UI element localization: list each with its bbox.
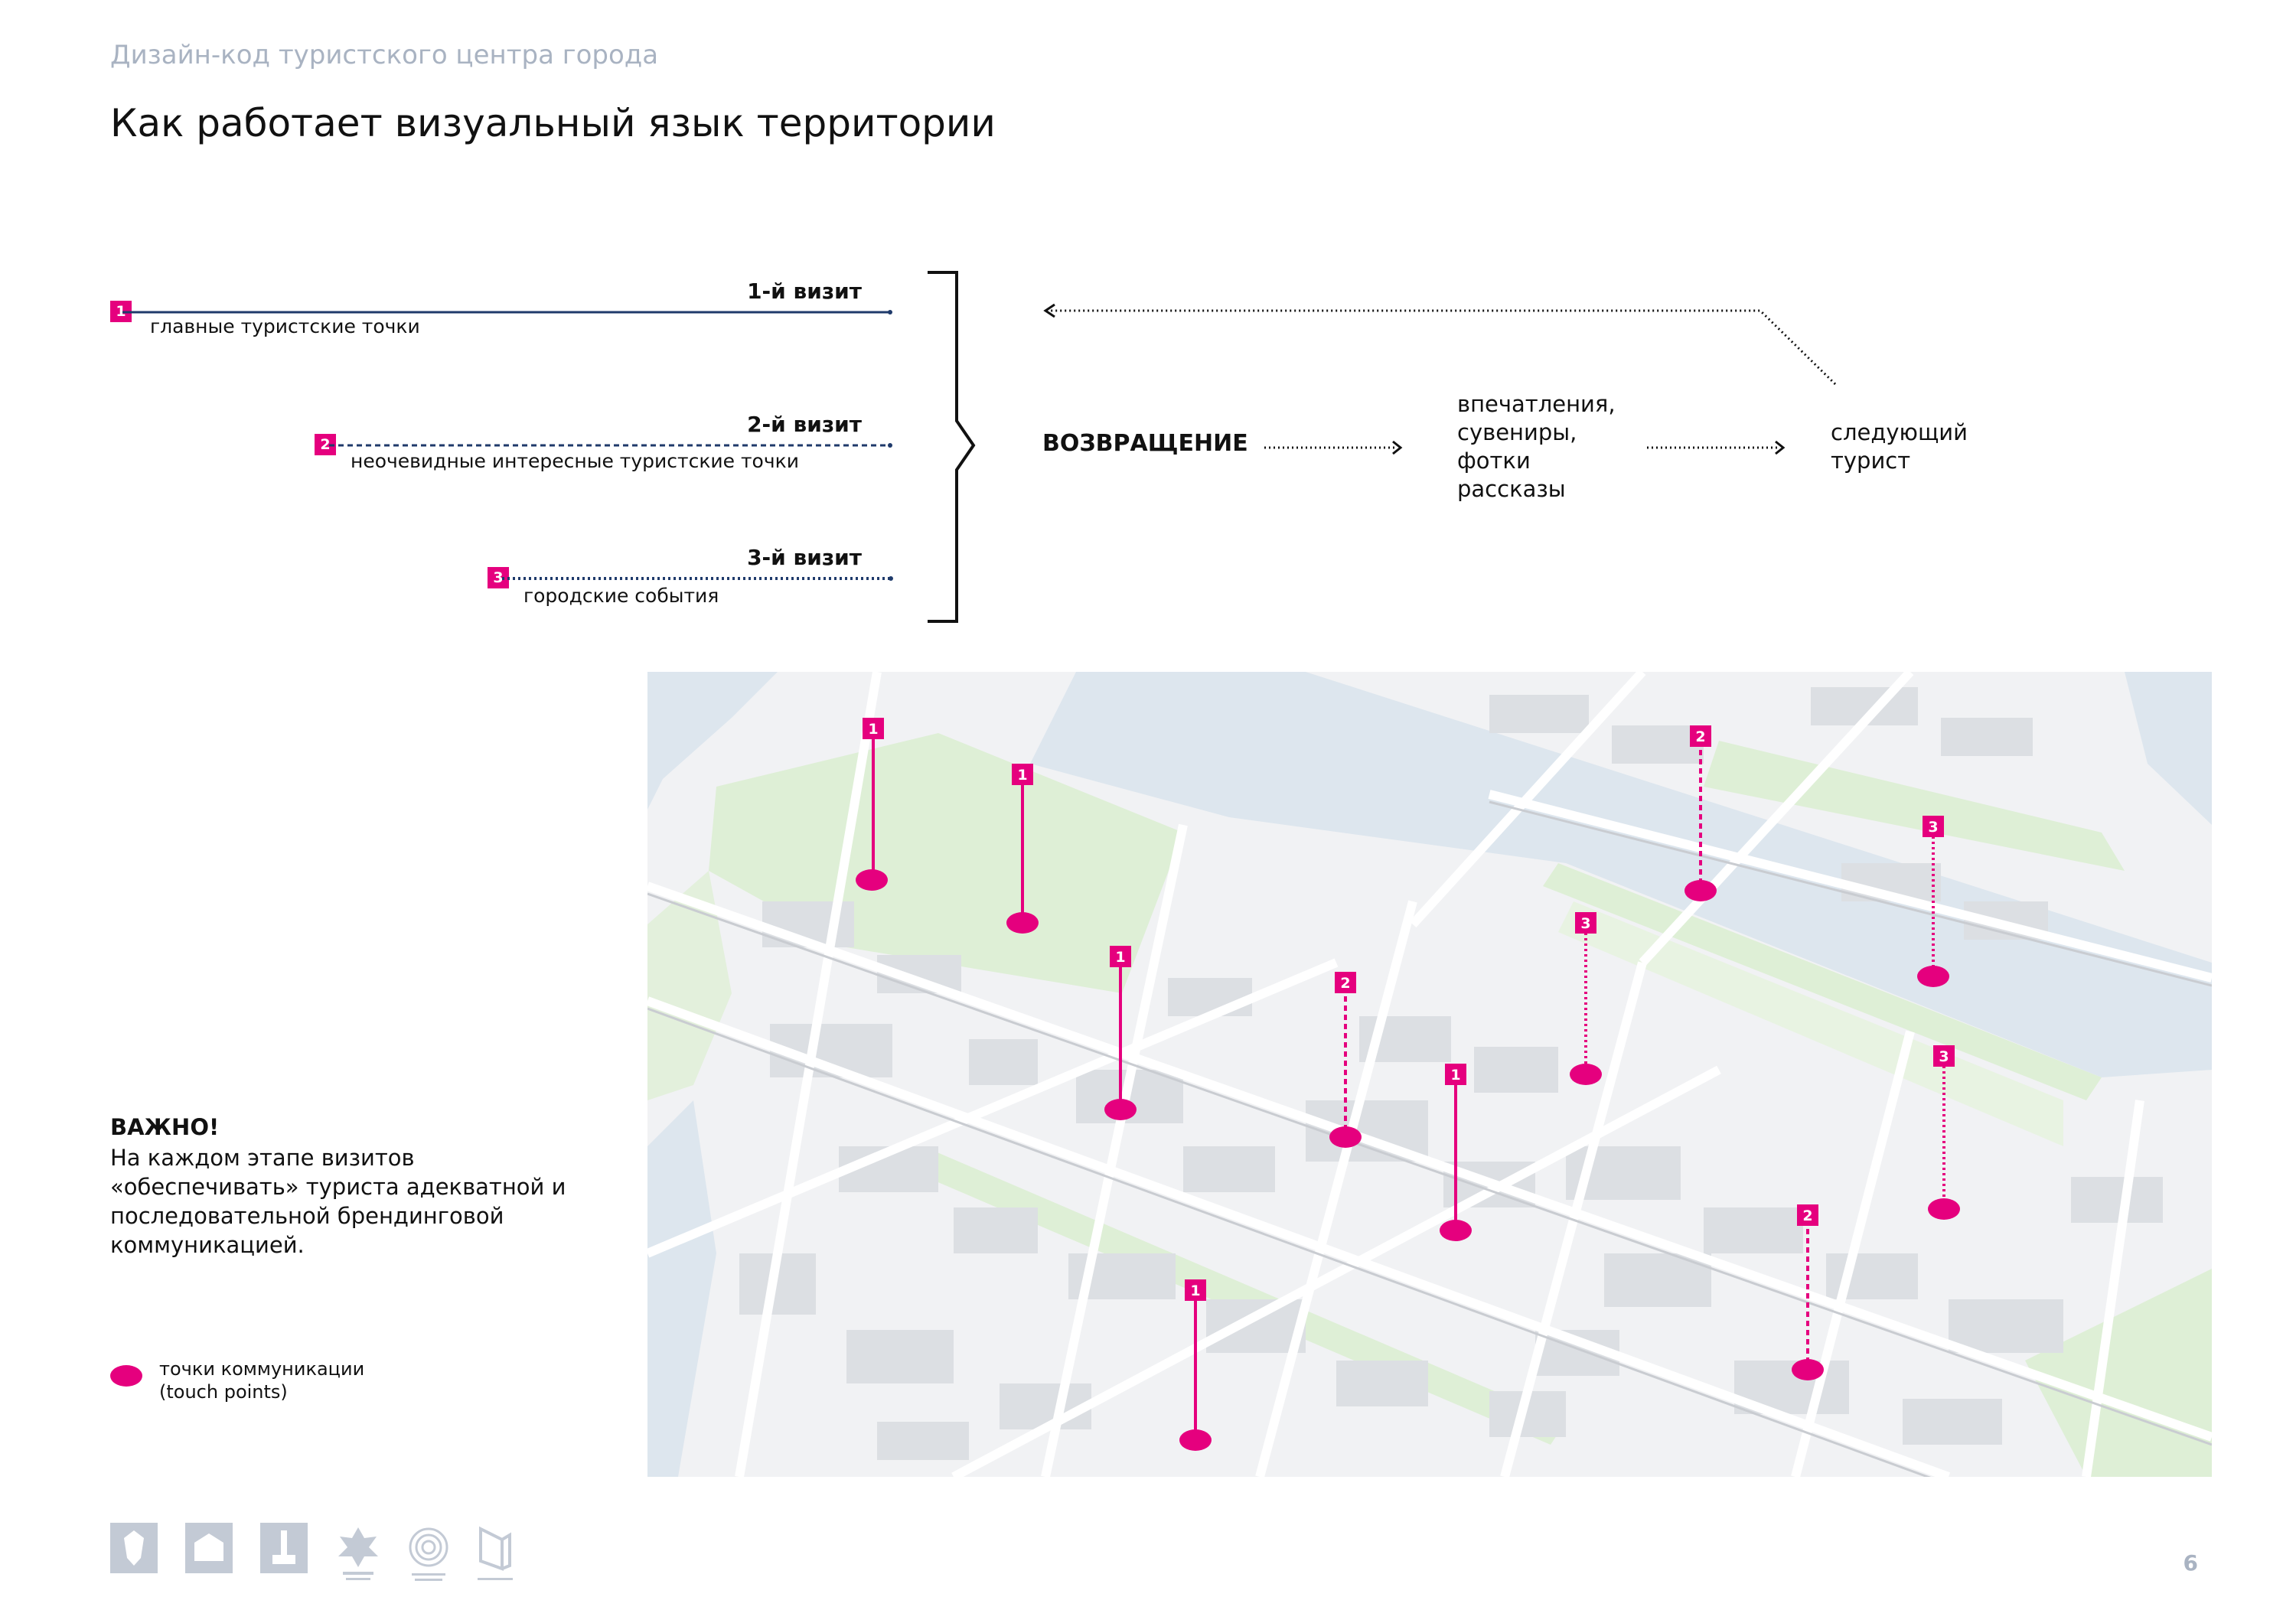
visit-1-label: 1-й визит bbox=[747, 279, 862, 304]
visit-3-label: 3-й визит bbox=[747, 545, 862, 570]
map-pin-1: 1 bbox=[856, 718, 888, 891]
document-subtitle: Дизайн-код туристского центра города bbox=[110, 40, 659, 70]
map-pin-5: 1 bbox=[1179, 1279, 1212, 1451]
page-title: Как работает визуальный язык территории bbox=[110, 101, 996, 145]
coat-of-arms-logo bbox=[110, 1523, 158, 1573]
visit-1-line bbox=[122, 310, 892, 314]
svg-text:3: 3 bbox=[1928, 819, 1938, 836]
visit-2-label: 2-й визит bbox=[747, 412, 862, 437]
legend-text: точки коммуникации (touch points) bbox=[159, 1357, 364, 1403]
green-left bbox=[647, 871, 732, 1100]
important-heading: ВАЖНО! bbox=[110, 1114, 220, 1140]
fingerprint-logo bbox=[409, 1527, 448, 1581]
svg-text:1: 1 bbox=[1115, 949, 1125, 966]
visit-2-desc: неочевидные интересные туристские точки bbox=[351, 450, 799, 472]
visit-3-desc: городские события bbox=[523, 585, 719, 607]
page-number: 6 bbox=[2183, 1550, 2198, 1576]
arrow-right-icon bbox=[1647, 440, 1786, 455]
map-touch-points: 1 1 1 1 1 2 bbox=[856, 718, 1960, 1451]
water-corner bbox=[647, 672, 778, 810]
map-pin-3: 1 bbox=[1104, 946, 1137, 1120]
svg-text:3: 3 bbox=[1580, 915, 1590, 932]
buildings bbox=[739, 687, 2163, 1460]
embankment-green-2 bbox=[1558, 901, 2063, 1146]
brace-icon bbox=[928, 271, 976, 623]
svg-text:1: 1 bbox=[1190, 1282, 1200, 1299]
return-label: ВОЗВРАЩЕНИЕ bbox=[1042, 430, 1248, 457]
map-pin-8: 2 bbox=[1792, 1204, 1824, 1380]
legend-line-2: (touch points) bbox=[159, 1381, 288, 1403]
map-pin-10: 3 bbox=[1570, 912, 1602, 1085]
road-edges bbox=[647, 800, 2212, 1477]
visit-1-desc: главные туристские точки bbox=[150, 315, 420, 337]
legend-line-1: точки коммуникации bbox=[159, 1358, 365, 1380]
return-arrow-icon bbox=[1043, 303, 1837, 386]
city-map: 1 1 1 1 1 2 bbox=[647, 672, 2212, 1477]
river-water bbox=[1030, 672, 2212, 1077]
map-pin-2: 1 bbox=[1006, 764, 1039, 934]
snowflake-logo bbox=[338, 1527, 378, 1580]
impressions-text: впечатления, сувениры, фотки рассказы bbox=[1457, 391, 1616, 502]
map-pin-7: 2 bbox=[1329, 972, 1362, 1148]
svg-text:2: 2 bbox=[1802, 1207, 1812, 1224]
water-top-right bbox=[2125, 672, 2212, 825]
svg-text:1: 1 bbox=[1017, 767, 1027, 784]
arrow-right-icon bbox=[1264, 440, 1403, 455]
d-shape-logo bbox=[478, 1526, 513, 1580]
important-text: На каждом этапе визитов «обеспечивать» т… bbox=[110, 1145, 566, 1258]
svg-text:1: 1 bbox=[868, 721, 878, 738]
roads bbox=[647, 672, 2212, 1477]
touch-point-marker-icon bbox=[110, 1365, 142, 1387]
map-pin-9: 3 bbox=[1917, 816, 1949, 987]
city-emblem-logo bbox=[185, 1523, 233, 1573]
map-pin-6: 2 bbox=[1684, 725, 1717, 901]
svg-text:2: 2 bbox=[1340, 975, 1350, 992]
water-left bbox=[647, 1100, 716, 1477]
monument-logo bbox=[260, 1523, 308, 1573]
map-pin-4: 1 bbox=[1440, 1064, 1472, 1241]
visit-2-line bbox=[329, 443, 892, 448]
svg-text:1: 1 bbox=[1450, 1067, 1460, 1084]
next-tourist-text: следующий турист bbox=[1831, 419, 1968, 474]
svg-text:2: 2 bbox=[1695, 728, 1705, 745]
map-pin-11: 3 bbox=[1928, 1045, 1960, 1220]
visit-3-badge: 3 bbox=[488, 567, 509, 588]
visit-3-line bbox=[502, 576, 893, 581]
svg-text:3: 3 bbox=[1939, 1048, 1949, 1065]
embankment-north bbox=[1704, 741, 2125, 871]
visit-2-badge: 2 bbox=[315, 434, 336, 455]
